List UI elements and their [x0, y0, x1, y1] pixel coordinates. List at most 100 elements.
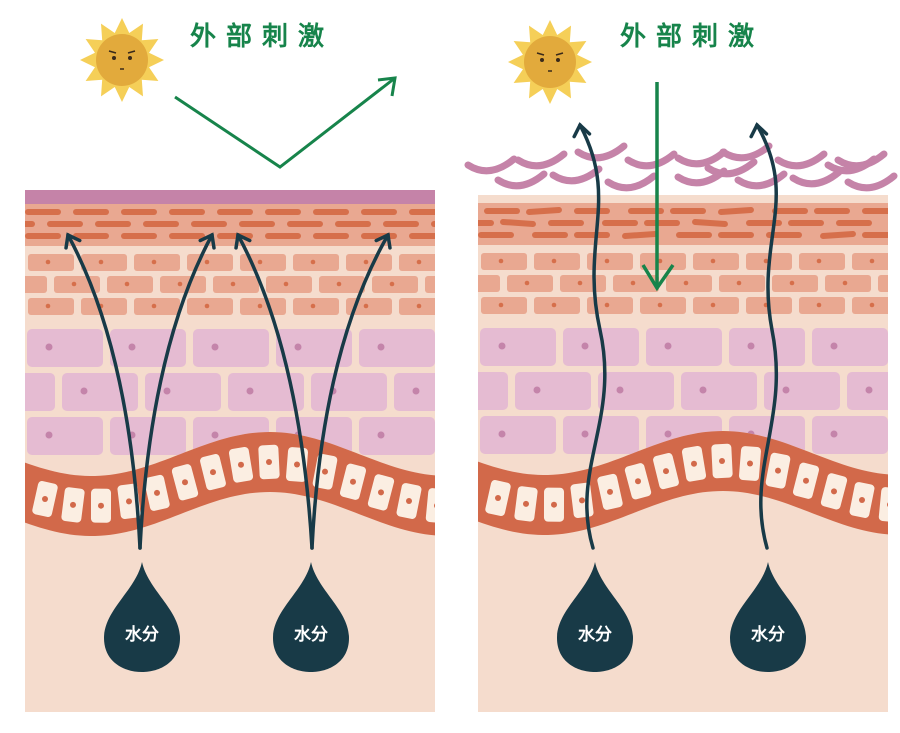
- spinous-cell: [646, 328, 722, 366]
- corneum-cell: [191, 221, 227, 227]
- spinous-cell: [480, 416, 556, 454]
- granular-cell: [0, 298, 21, 315]
- corneum-cell: [772, 208, 808, 214]
- cell-nucleus: [782, 386, 790, 394]
- spinous-cell: [812, 328, 888, 366]
- corneum-cell: [25, 221, 35, 227]
- corneum-cell: [95, 221, 131, 227]
- granular-cell: [134, 254, 180, 271]
- cell-nucleus: [747, 342, 755, 350]
- corneum-cell: [169, 233, 205, 239]
- cell-nucleus: [683, 280, 689, 286]
- right-stimulus-label: 外部刺激: [620, 21, 764, 52]
- spinous-cell: [359, 329, 435, 367]
- cell-nucleus: [498, 430, 506, 438]
- granular-cell: [160, 276, 206, 293]
- corneum-cell: [644, 220, 680, 226]
- corneum-cell: [239, 221, 275, 227]
- granular-cell: [825, 275, 871, 292]
- spinous-cell: [193, 329, 269, 367]
- cell-nucleus: [98, 502, 104, 509]
- sun-eye: [128, 56, 132, 60]
- cell-nucleus: [266, 459, 272, 466]
- spinous-cell: [27, 417, 103, 455]
- flaking-scale: [704, 158, 758, 178]
- spinous-cell: [110, 329, 186, 367]
- sun-face: [96, 34, 148, 86]
- cell-nucleus: [581, 430, 589, 438]
- granular-cell: [213, 276, 259, 293]
- cell-nucleus: [461, 432, 468, 439]
- cell-nucleus: [616, 386, 624, 394]
- cell-nucleus: [604, 258, 610, 264]
- granular-cell: [187, 254, 233, 271]
- cell-nucleus: [204, 303, 210, 309]
- corneum-cell: [526, 206, 562, 216]
- cell-nucleus: [896, 281, 900, 286]
- granular-cell: [852, 297, 888, 314]
- cell-nucleus: [498, 258, 504, 264]
- cell-nucleus: [607, 488, 613, 495]
- cell-nucleus: [710, 258, 716, 264]
- cell-nucleus: [551, 302, 557, 308]
- cell-nucleus: [736, 280, 742, 286]
- cell-nucleus: [151, 303, 157, 309]
- dermis-lower: [478, 672, 888, 712]
- corneum-cell: [383, 221, 419, 227]
- spinous-cell: [311, 373, 387, 411]
- granular-cell: [372, 276, 418, 293]
- corneum-cell: [484, 208, 520, 214]
- granular-cell: [481, 297, 527, 314]
- corneum-cell: [25, 233, 61, 239]
- cell-nucleus: [434, 503, 435, 508]
- granular-cell: [134, 298, 180, 315]
- corneum-cell: [862, 208, 888, 214]
- water-drop-icon: [557, 562, 633, 672]
- cell-nucleus: [350, 478, 356, 485]
- cell-nucleus: [211, 431, 219, 439]
- granular-cell: [425, 276, 435, 293]
- cell-nucleus: [859, 497, 865, 504]
- cell-nucleus: [71, 281, 77, 287]
- corneum-cell: [766, 232, 802, 238]
- granular-cell: [799, 253, 845, 270]
- flaking-scale: [674, 148, 728, 168]
- cell-nucleus: [416, 259, 422, 265]
- corneum-cell: [313, 233, 349, 239]
- flaking-scale: [734, 170, 788, 190]
- corneum-cell: [409, 233, 435, 239]
- spinous-cell: [480, 328, 556, 366]
- granular-cell: [399, 254, 435, 271]
- cell-nucleus: [230, 281, 236, 287]
- cell-nucleus: [363, 259, 369, 265]
- corneum-cell: [217, 209, 253, 215]
- granular-cell: [346, 254, 392, 271]
- corneum-cell: [121, 209, 157, 215]
- granular-cell: [319, 276, 365, 293]
- cell-nucleus: [98, 259, 104, 265]
- flaking-scale: [549, 165, 603, 185]
- cell-nucleus: [210, 469, 216, 476]
- granular-cell: [640, 297, 686, 314]
- cell-nucleus: [869, 258, 875, 264]
- flaking-scale: [844, 172, 898, 192]
- spinous-cell: [359, 417, 435, 455]
- cell-nucleus: [869, 302, 875, 308]
- cell-nucleus: [663, 468, 669, 475]
- water-retention-arrow: [138, 233, 214, 550]
- flaking-scale: [624, 150, 678, 170]
- flaking-scale: [719, 142, 773, 162]
- granular-cell: [240, 254, 286, 271]
- corneum-cell: [746, 220, 782, 226]
- corneum-cell: [862, 232, 888, 238]
- cell-nucleus: [70, 501, 76, 508]
- sun-icon: [80, 18, 164, 102]
- cell-nucleus: [763, 258, 769, 264]
- water-retention-arrow: [66, 233, 142, 550]
- flaking-scale: [604, 172, 658, 192]
- granular-cell: [0, 254, 21, 271]
- cell-nucleus: [412, 387, 420, 395]
- cell-nucleus: [865, 386, 873, 394]
- granular-cell: [28, 298, 74, 315]
- cell-nucleus: [204, 259, 210, 265]
